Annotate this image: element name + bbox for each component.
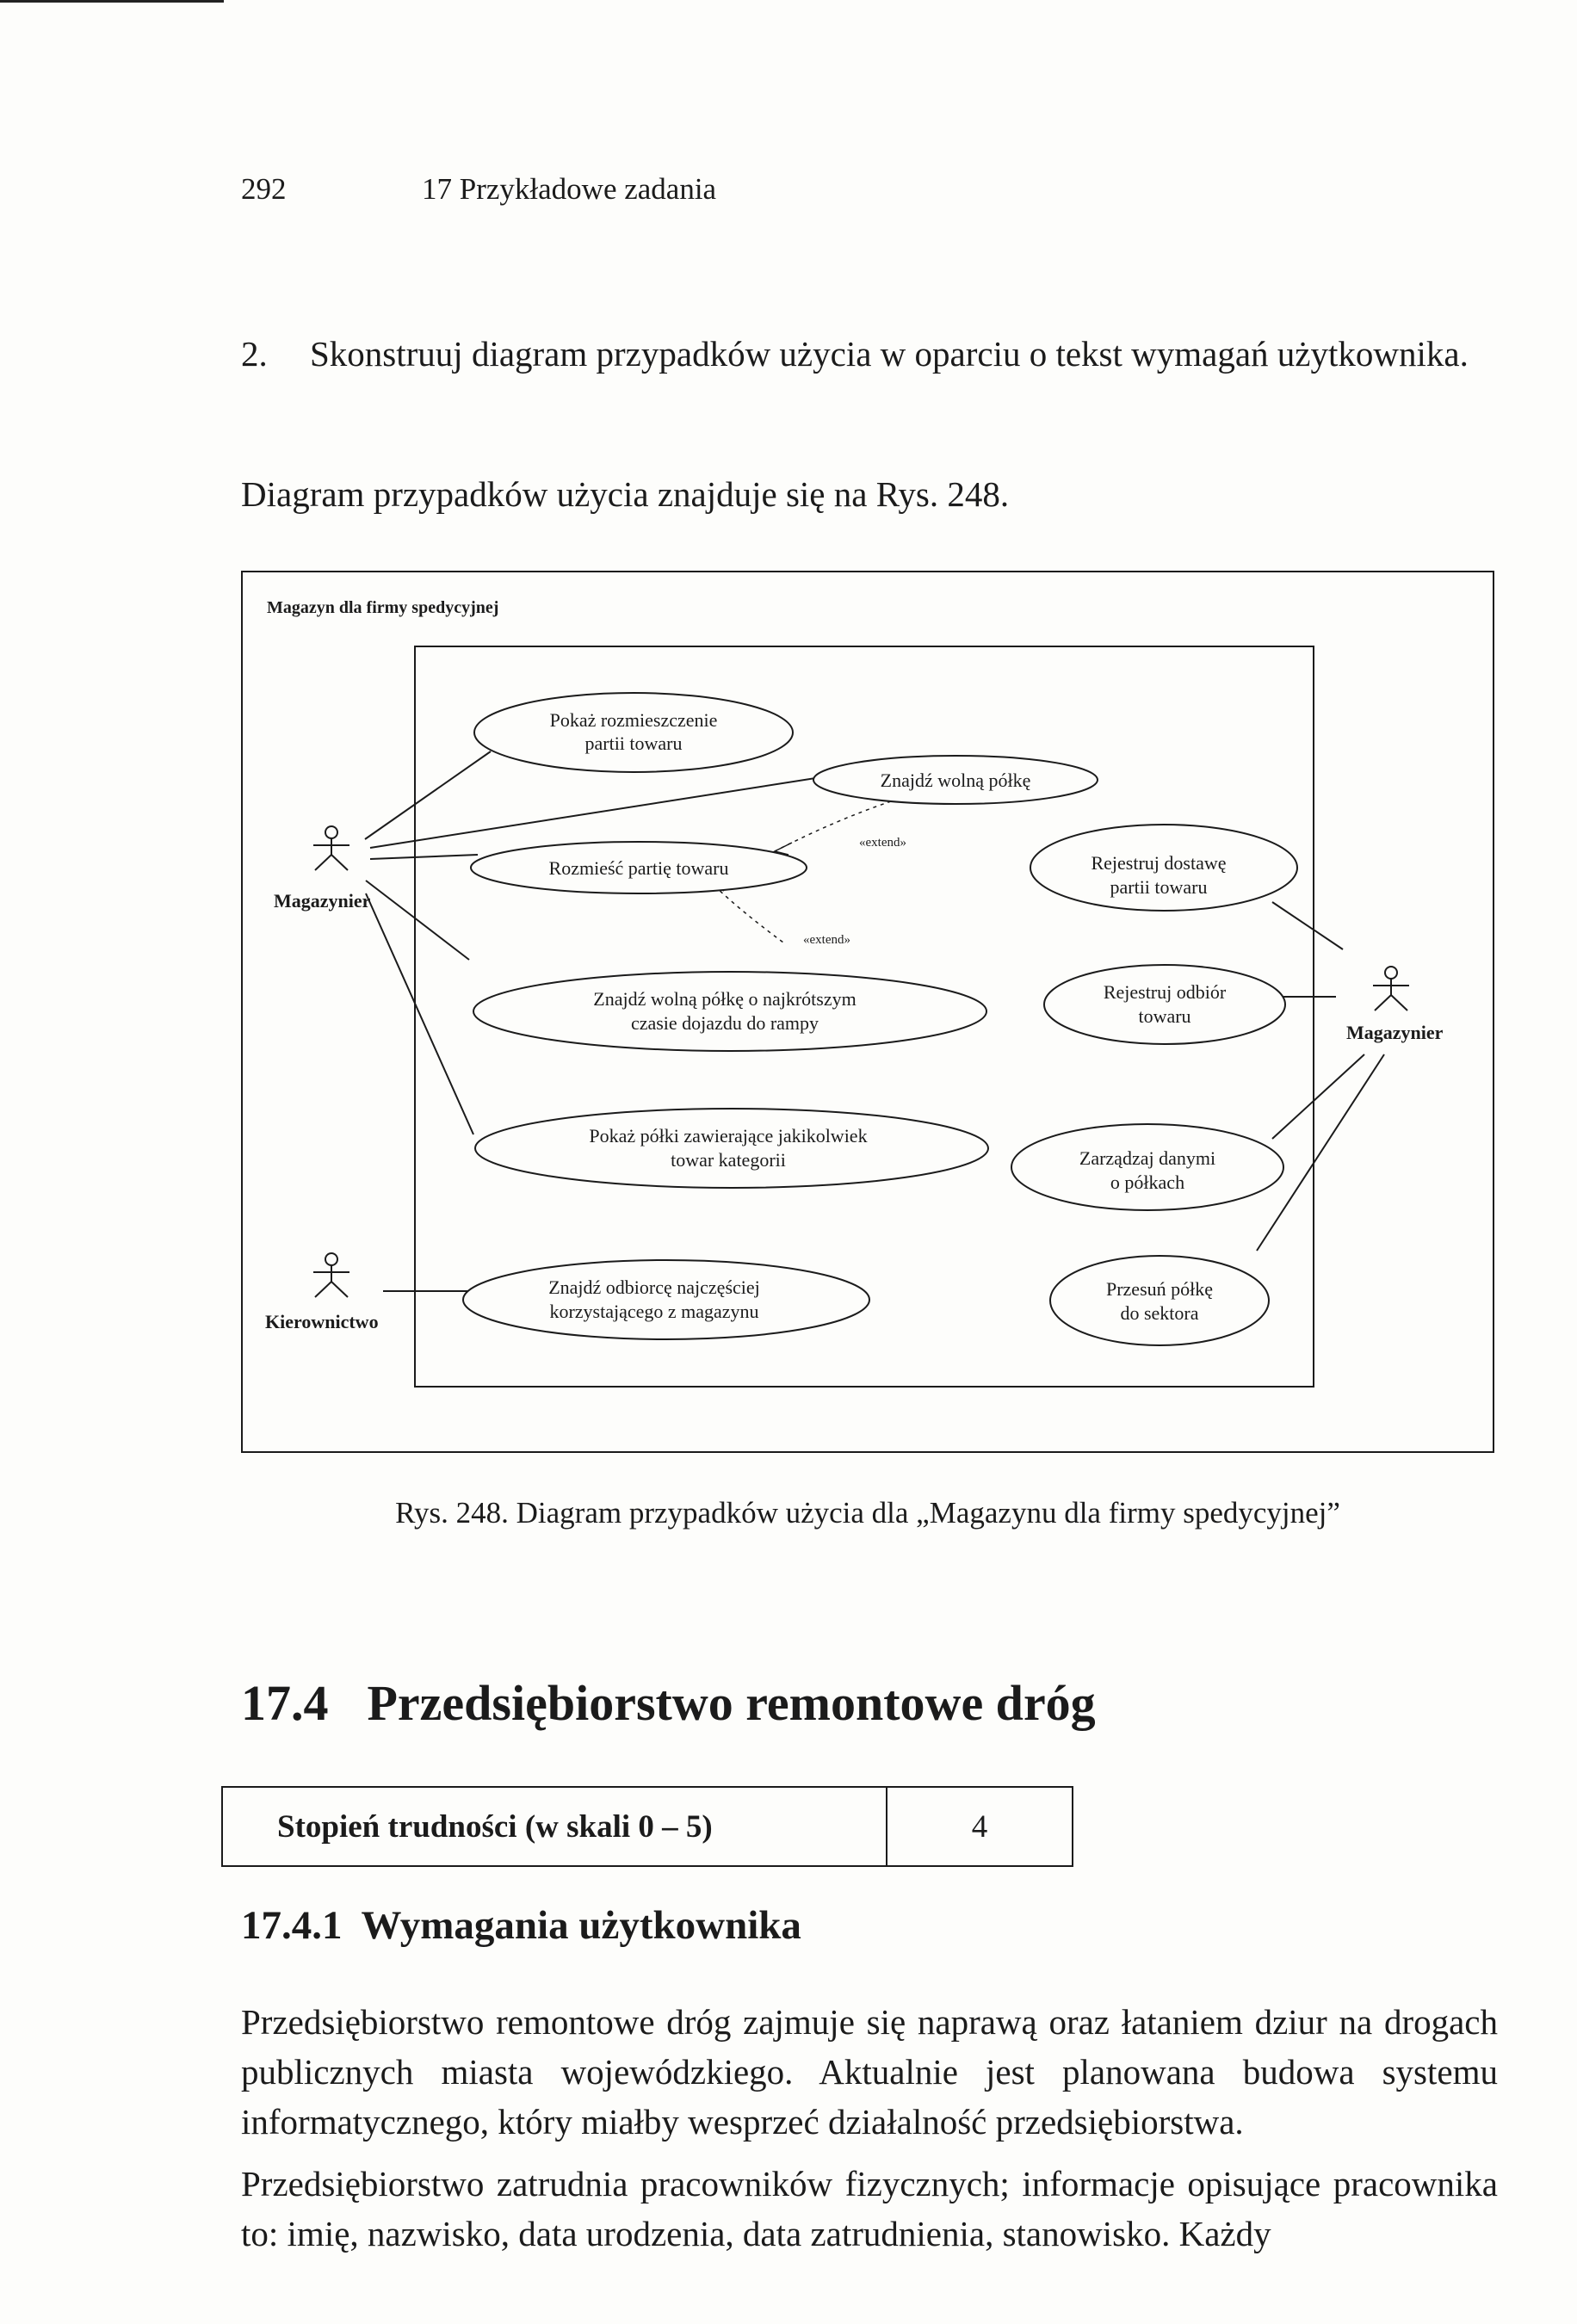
page-edge-line: [0, 0, 224, 3]
use-case-label: towaru: [1138, 1005, 1190, 1027]
use-case-find-free-shelf: [813, 755, 1098, 805]
running-title: 17 Przykładowe zadania: [422, 172, 717, 206]
difficulty-table: Stopień trudności (w skali 0 – 5) 4: [221, 1786, 1073, 1867]
use-case-find-shelf-near-ramp: [473, 971, 987, 1052]
use-case-show-shelves-category: [474, 1108, 989, 1189]
outer-frame: [241, 571, 1494, 1453]
use-case-label: Zarządzaj danymi: [1079, 1147, 1215, 1169]
use-case-register-delivery: [1030, 824, 1298, 912]
use-case-label: Rozmieść partię towaru: [549, 857, 729, 879]
use-case-label: Rejestruj odbiór: [1104, 981, 1227, 1003]
use-case-label: Znajdź odbiorcę najczęściej: [548, 1276, 760, 1298]
figure-caption: Rys. 248. Diagram przypadków użycia dla …: [395, 1496, 1340, 1530]
subsection-heading: 17.4.1 Wymagania użytkownika: [241, 1902, 801, 1949]
subsection-title: Wymagania użytkownika: [361, 1903, 801, 1948]
actor-icon: [313, 825, 349, 871]
use-case-diagram: Magazyn dla firmy spedycyjnej «extend» «…: [241, 571, 1494, 1453]
use-case-label: do sektora: [1120, 1302, 1198, 1324]
use-case-place-batch: [470, 841, 807, 894]
section-heading: 17.4 Przedsiębiorstwo remontowe dróg: [241, 1674, 1096, 1732]
page-number: 292: [241, 172, 287, 206]
body-paragraph: Przedsiębiorstwo remontowe dróg zajmuje …: [241, 2002, 1498, 2142]
use-case-register-pickup: [1043, 964, 1286, 1045]
actor-label: Kierownictwo: [265, 1311, 379, 1332]
extend-label: «extend»: [803, 933, 850, 947]
use-case-move-shelf: [1049, 1255, 1270, 1346]
use-case-show-allocation: [473, 692, 794, 773]
actor-icon: [313, 1252, 349, 1298]
use-case-label: Znajdź wolną półkę: [881, 770, 1031, 791]
use-case-label: Rejestruj dostawę: [1091, 852, 1226, 874]
use-case-label: towar kategorii: [671, 1149, 786, 1171]
extend-label: «extend»: [859, 836, 906, 850]
use-case-label: Pokaż rozmieszczenie: [550, 709, 718, 731]
actor-label: Magazynier: [274, 890, 371, 912]
associations: [364, 751, 1385, 1292]
subsection-number: 17.4.1: [241, 1903, 343, 1948]
difficulty-label: Stopień trudności (w skali 0 – 5): [221, 1786, 887, 1867]
system-boundary: [414, 646, 1314, 1388]
body-paragraph: Przedsiębiorstwo zatrudnia pracowników f…: [241, 2164, 1498, 2253]
intro-line: Diagram przypadków użycia znajduje się n…: [241, 474, 1010, 514]
actor-label: Magazynier: [1346, 1022, 1444, 1043]
actor-icon: [1373, 966, 1409, 1011]
use-case-manage-shelf-data: [1011, 1123, 1284, 1211]
use-case-label: o półkach: [1110, 1171, 1184, 1193]
use-case-label: partii towaru: [1110, 876, 1207, 898]
diagram-title: Magazyn dla firmy spedycyjnej: [267, 598, 498, 617]
use-case-label: partii towaru: [584, 732, 682, 754]
section-title: Przedsiębiorstwo remontowe dróg: [367, 1675, 1096, 1731]
use-case-label: czasie dojazdu do rampy: [631, 1012, 819, 1034]
difficulty-value: 4: [886, 1786, 1073, 1867]
task-number: 2.: [241, 334, 268, 374]
use-case-label: Przesuń półkę: [1106, 1278, 1213, 1300]
use-case-label: Znajdź wolną półkę o najkrótszym: [593, 988, 856, 1010]
use-case-find-top-customer: [462, 1259, 870, 1340]
use-case-label: korzystającego z magazynu: [549, 1301, 758, 1322]
task-text: Skonstruuj diagram przypadków użycia w o…: [310, 334, 1469, 374]
task-item: 2. Skonstruuj diagram przypadków użycia …: [241, 329, 1498, 379]
use-case-label: Pokaż półki zawierające jakikolwiek: [589, 1125, 867, 1147]
section-number: 17.4: [241, 1675, 329, 1731]
